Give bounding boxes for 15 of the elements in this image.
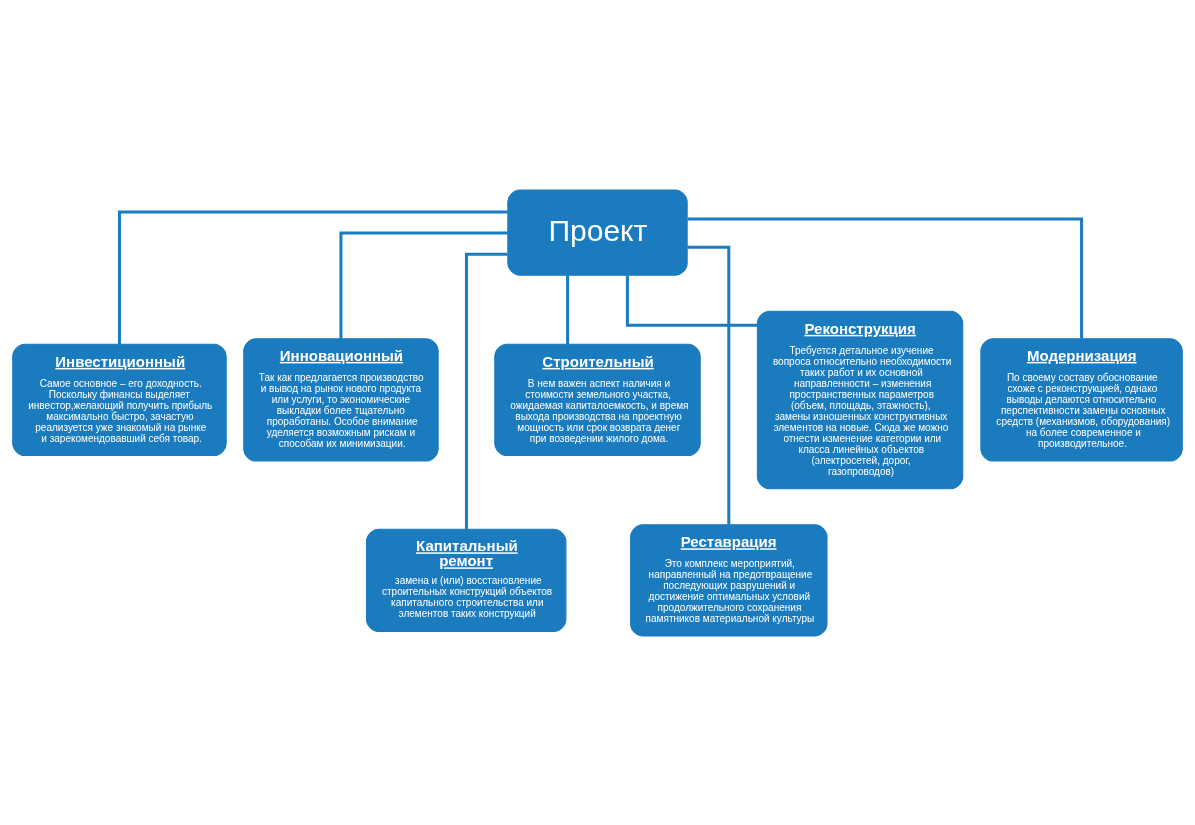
connector xyxy=(625,274,758,327)
node-box: Инвестиционный Самое основное – его доходность. Поскольку финансы выделяет инвестор,желающий получить прибыль максимально быстро, зачастую реализуется уже знакомый на рынке и зарекомендовавший себя товар. xyxy=(12,343,227,456)
connector xyxy=(687,245,731,525)
connector xyxy=(339,231,508,339)
connector xyxy=(566,274,570,344)
node-box: Реконструкция Требуется детальное изучение вопроса относительно необходимости таких работ и их основной направленности – изменения пространственных параметров (объем, площадь, этажность), замены изношенных конструктивных элементов на новые. Сюда же можно отнести изменение категории или класса линейных объектов (электросетей, дорог, газопроводов) xyxy=(756,310,964,489)
connector xyxy=(117,210,508,344)
node-box: Строительный В нем важен аспект наличия и стоимости земельного участка, ожидаемая капиталоемкость, и время выхода производства на проектную мощность или срок возврата денег при возведении жилого дома. xyxy=(494,343,701,456)
node-box: Реставрация Это комплекс мероприятий, направленный на предотвращение последующих разрушений и достижение оптимальных условий продолжительного сохранения памятников материальной культуры xyxy=(630,523,828,636)
node-box: Проект xyxy=(507,189,688,276)
node-box: Инновационный Так как предлагается производство и вывод на рынок нового продукта или услуги, то экономические выкладки более тщательно проработаны. Особое внимание уделяется возможным рискам и способам их минимизации. xyxy=(243,337,439,462)
connector xyxy=(687,217,1084,339)
node-box: Капитальный ремонт замена и (или) восстановление строительных конструкций объектов капитального строительства или элементов таких конструкций xyxy=(366,528,567,632)
node-box: Модернизация По своему составу обоснование схоже с реконструкцией, однако выводы делаются относительно перспективности замены основных средств (механизмов, оборудования) на более современное и производительное. xyxy=(980,337,1183,462)
connector xyxy=(464,252,508,529)
